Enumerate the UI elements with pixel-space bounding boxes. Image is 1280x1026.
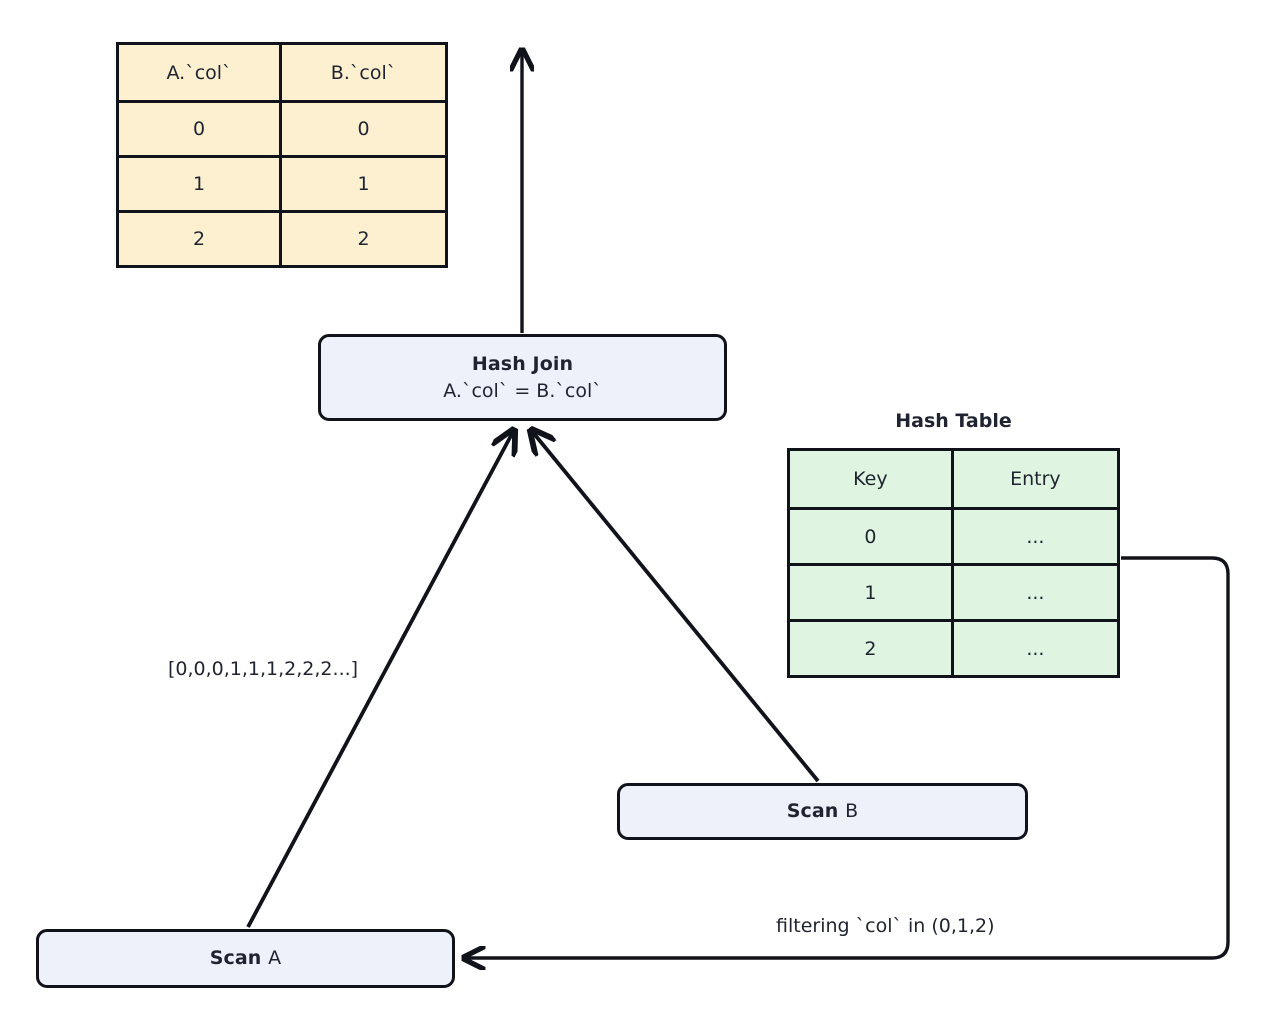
table-row: 1 1 <box>119 155 445 210</box>
join-result-table: A.`col` B.`col` 0 0 1 1 2 2 <box>116 42 448 268</box>
result-cell-a: 0 <box>119 100 283 155</box>
result-header-b: B.`col` <box>282 45 445 100</box>
probe-stream-label: [0,0,0,1,1,1,2,2,2...] <box>168 658 359 680</box>
result-cell-b: 0 <box>282 100 445 155</box>
table-row: 2 2 <box>119 210 445 265</box>
runtime-filter-label: filtering `col` in (0,1,2) <box>776 915 995 937</box>
result-cell-a: 2 <box>119 210 283 265</box>
hash-join-node[interactable]: Hash Join A.`col` = B.`col` <box>318 334 727 421</box>
scan-a-title: Scan A <box>210 946 282 971</box>
scan-b-relation: B <box>845 800 859 823</box>
hash-cell-entry: ... <box>953 507 1117 563</box>
result-cell-b: 2 <box>282 210 445 265</box>
table-header-row: Key Entry <box>790 451 1117 507</box>
scan-a-node[interactable]: Scan A <box>36 929 455 988</box>
hash-cell-entry: ... <box>953 619 1117 675</box>
table-row: 0 ... <box>790 507 1117 563</box>
scan-a-relation: A <box>268 947 282 970</box>
hash-cell-entry: ... <box>953 563 1117 619</box>
result-header-a: A.`col` <box>119 45 283 100</box>
hash-cell-key: 2 <box>790 619 954 675</box>
scan-b-label: Scan <box>786 800 839 823</box>
table-row: 1 ... <box>790 563 1117 619</box>
hash-join-title: Hash Join <box>471 352 574 375</box>
hash-cell-key: 1 <box>790 563 954 619</box>
hash-header-entry: Entry <box>953 451 1117 507</box>
hash-header-key: Key <box>790 451 954 507</box>
result-cell-b: 1 <box>282 155 445 210</box>
hash-table-label: Hash Table <box>895 410 1012 432</box>
table-row: 2 ... <box>790 619 1117 675</box>
scan-a-label: Scan <box>209 947 262 970</box>
table-header-row: A.`col` B.`col` <box>119 45 445 100</box>
edge-scanb-to-hashjoin <box>531 430 820 783</box>
scan-b-node[interactable]: Scan B <box>617 783 1028 840</box>
result-cell-a: 1 <box>119 155 283 210</box>
table-row: 0 0 <box>119 100 445 155</box>
hash-cell-key: 0 <box>790 507 954 563</box>
scan-b-title: Scan B <box>787 799 859 824</box>
hash-table: Key Entry 0 ... 1 ... 2 ... <box>787 448 1120 678</box>
hash-join-condition: A.`col` = B.`col` <box>443 379 602 402</box>
